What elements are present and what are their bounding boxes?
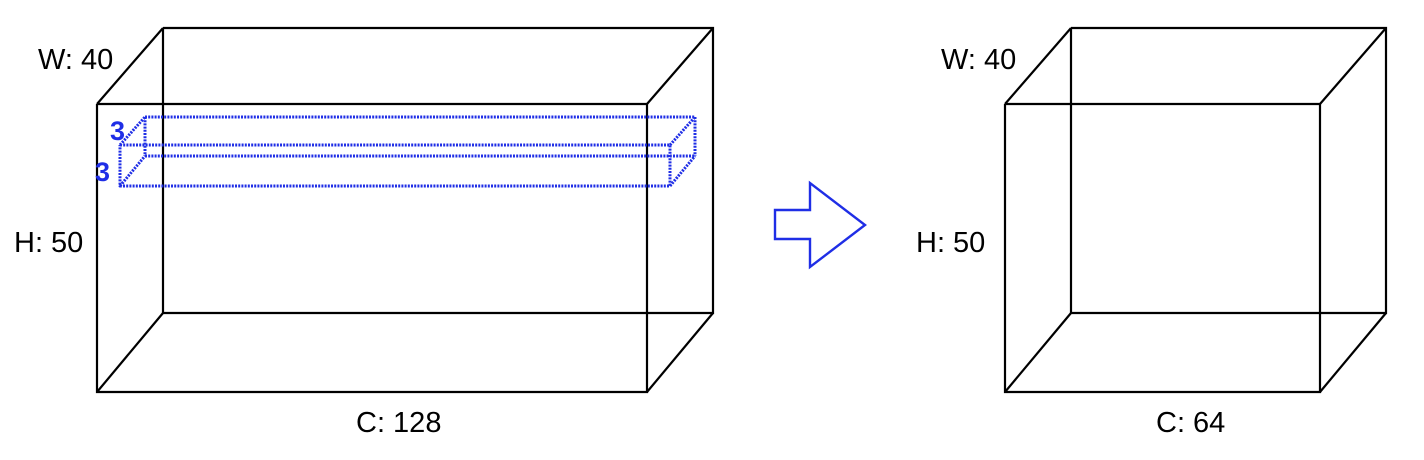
input-volume-edge-bottom-left xyxy=(96,312,164,393)
output-volume-edge-bottom-left xyxy=(1004,312,1072,393)
output-width-label: W: 40 xyxy=(941,44,1016,76)
input-height-label: H: 50 xyxy=(14,227,83,259)
input-volume-front-face xyxy=(95,102,649,394)
kernel-slab: 3 3 xyxy=(95,115,697,188)
input-volume-edge-top-right xyxy=(646,27,714,105)
input-width-label: W: 40 xyxy=(38,44,113,76)
output-volume-edge-top-left xyxy=(1004,27,1072,105)
output-height-label: H: 50 xyxy=(916,227,985,259)
output-channels-label: C: 64 xyxy=(1156,407,1225,439)
input-volume-edge-top-left xyxy=(96,27,164,105)
input-channels-label: C: 128 xyxy=(356,407,441,439)
kernel-width-label: 3 xyxy=(95,157,110,187)
kernel-edge-depth-bottom-right xyxy=(668,155,697,187)
output-volume: W: 40 H: 50 C: 64 xyxy=(916,26,1388,439)
input-volume: W: 40 H: 50 C: 128 xyxy=(14,26,715,439)
output-volume-front-face xyxy=(1003,102,1322,394)
input-volume-edge-bottom-right xyxy=(646,312,714,393)
input-volume-back-face xyxy=(161,26,715,315)
right-arrow-icon xyxy=(773,180,867,270)
kernel-edge-depth-bottom-left xyxy=(118,155,147,187)
kernel-edge-depth-top-right xyxy=(668,116,697,146)
output-volume-edge-top-right xyxy=(1319,27,1387,105)
kernel-height-label: 3 xyxy=(110,116,125,146)
output-volume-edge-bottom-right xyxy=(1319,312,1387,393)
kernel-front-face xyxy=(118,143,672,188)
right-arrow-outline xyxy=(773,180,867,270)
output-volume-back-face xyxy=(1069,26,1388,315)
